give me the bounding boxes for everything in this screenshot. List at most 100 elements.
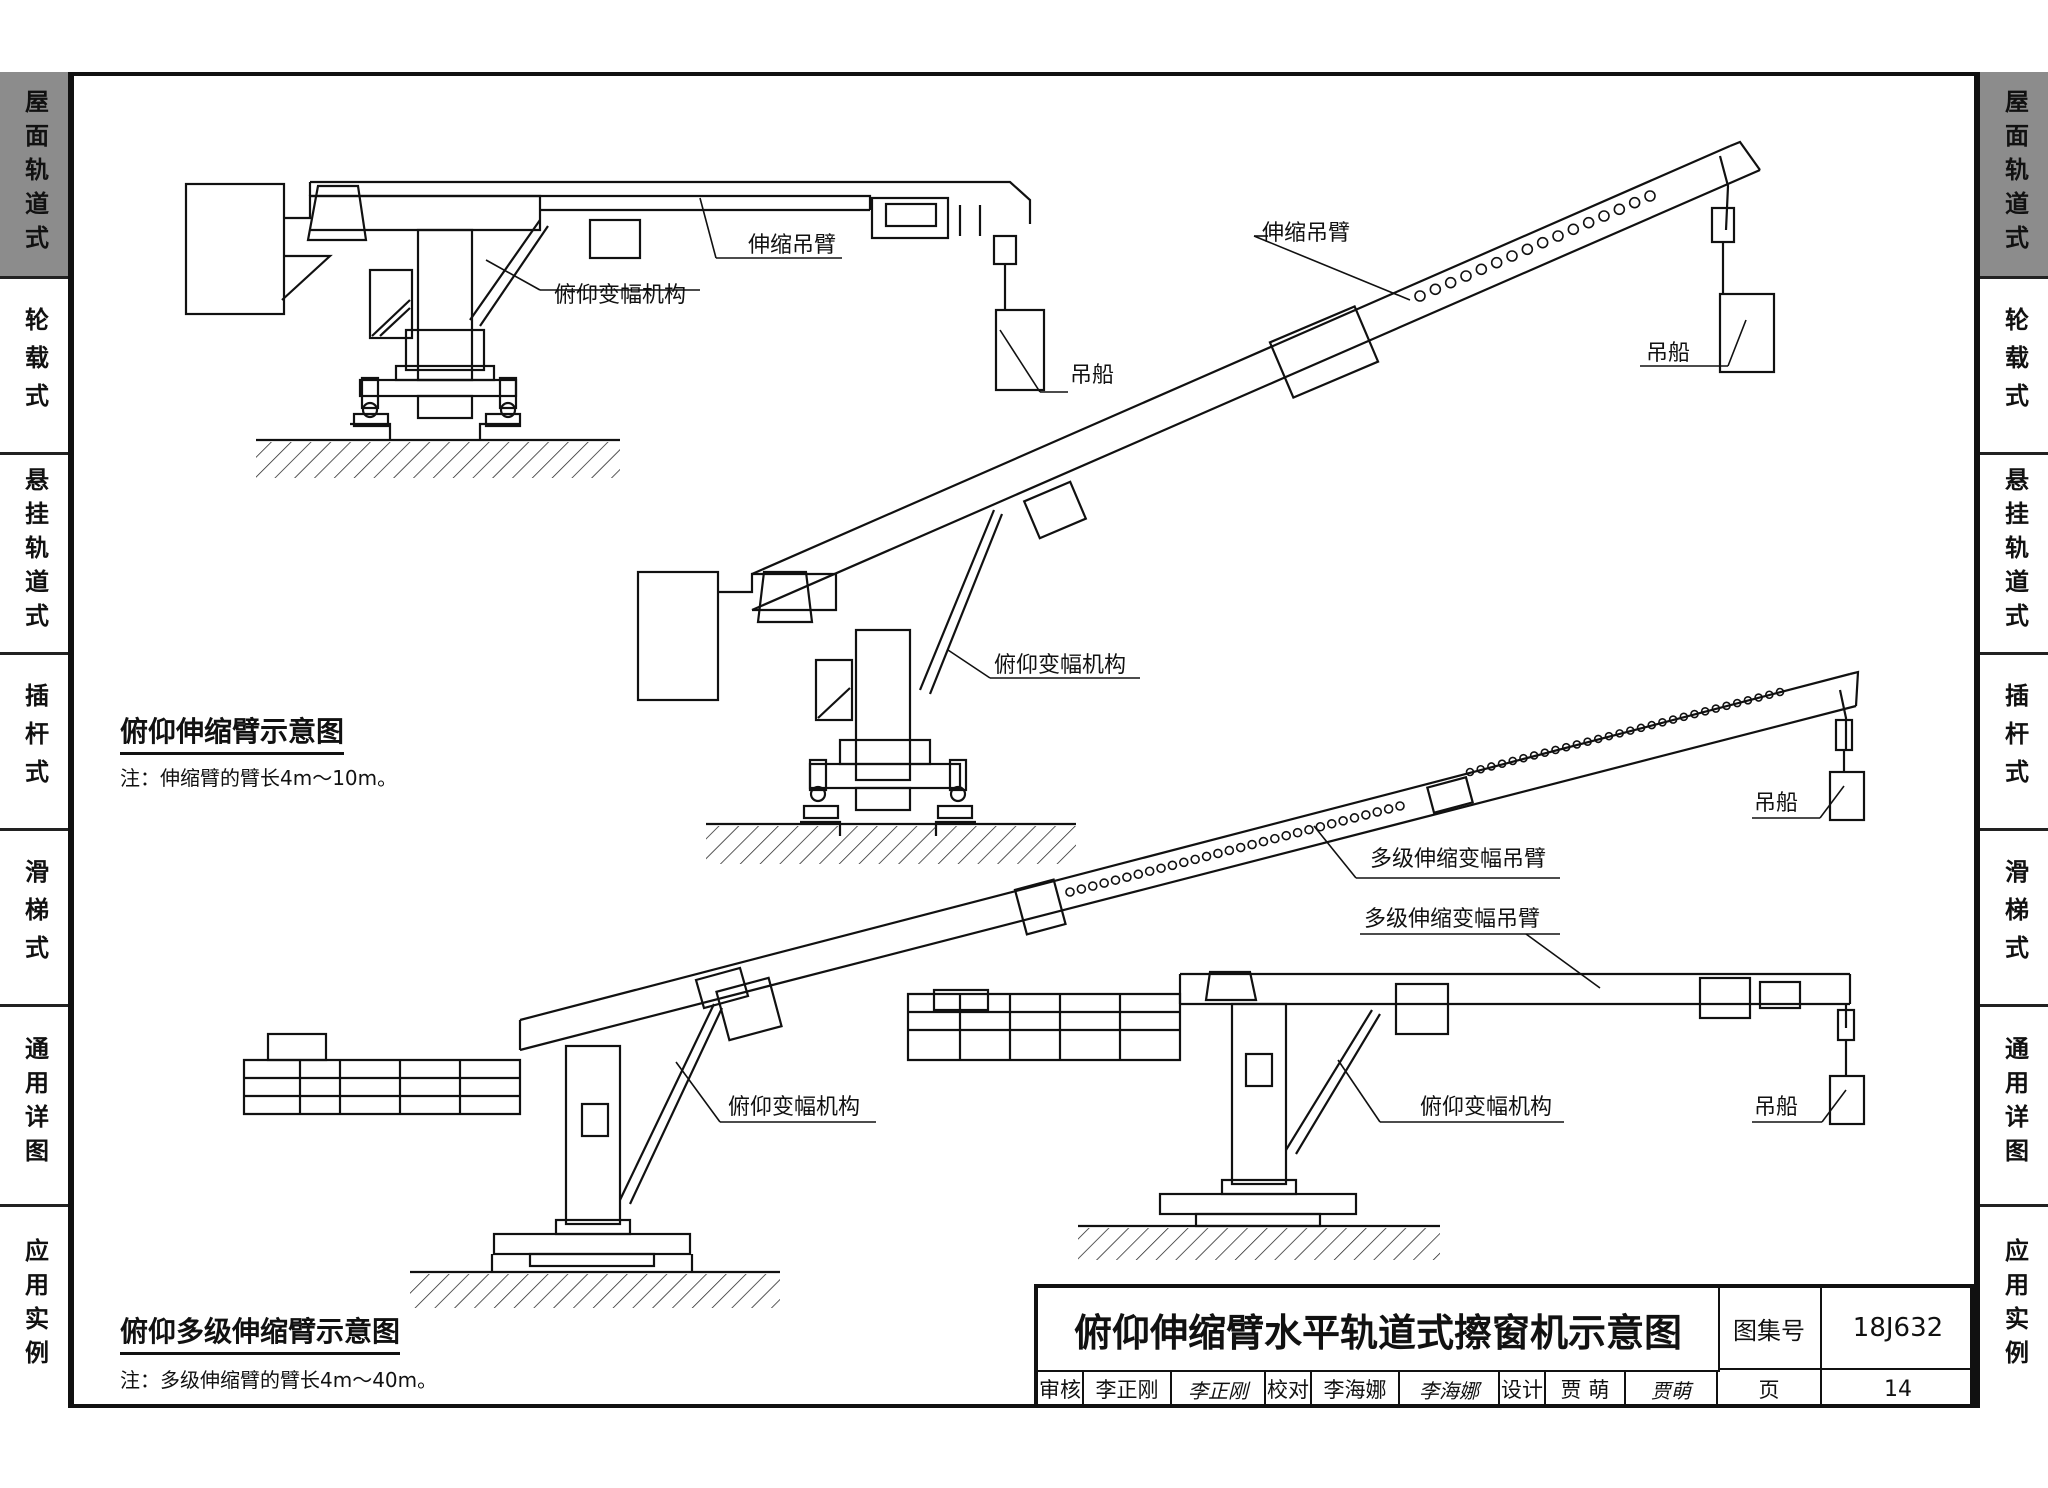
label-boom-c: 多级伸缩变幅吊臂 (1370, 847, 1546, 872)
boom-c-holes (1065, 687, 1785, 897)
side-tab-label: 悬挂轨道式 (2000, 467, 2029, 637)
check-label: 校对 (1266, 1370, 1312, 1408)
label-cradle-d: 吊船 (1754, 1095, 1798, 1120)
title-block: 俯仰伸缩臂水平轨道式擦窗机示意图 图集号 18J632 审核 李正刚 李正刚 校… (1034, 1284, 1974, 1408)
boom-hole (1281, 830, 1292, 841)
side-tab-roof-track[interactable]: 屋面轨道式 (0, 72, 68, 279)
side-tab-label: 通用详图 (2000, 1036, 2029, 1172)
boom-hole (1754, 693, 1763, 702)
boom-hole (1540, 748, 1550, 757)
boom-hole (1700, 707, 1710, 716)
label-cradle-a: 吊船 (1070, 363, 1114, 388)
side-tab-pole[interactable]: 插杆式 (1980, 652, 2048, 831)
designer-signature: 贾萌 (1626, 1370, 1718, 1408)
boom-hole (1122, 872, 1132, 882)
boom-hole (1429, 283, 1442, 296)
boom-hole (1508, 756, 1518, 766)
boom-hole (1087, 881, 1098, 891)
wheels-b (808, 758, 968, 803)
boom-hole (1476, 764, 1485, 774)
side-tab-label: 滑梯式 (20, 859, 49, 973)
diagram1-note: 注：伸缩臂的臂长4m～10m。 (120, 766, 398, 790)
boom-hole (1536, 236, 1549, 249)
drawing-title: 俯仰伸缩臂水平轨道式擦窗机示意图 (1038, 1288, 1720, 1372)
side-tab-label: 插杆式 (2000, 683, 2029, 797)
boom-hole (1732, 698, 1742, 708)
boom-hole (1304, 824, 1314, 835)
label-luffing-c: 俯仰变幅机构 (728, 1095, 860, 1120)
boom-hole (1235, 842, 1246, 853)
boom-hole (1598, 210, 1610, 222)
boom-hole (1487, 762, 1496, 771)
boom-hole (1658, 718, 1667, 727)
boom-hole (1292, 827, 1303, 838)
boom-hole (1372, 807, 1383, 817)
side-tab-slide[interactable]: 滑梯式 (1980, 828, 2048, 1007)
boom-hole (1156, 863, 1166, 874)
label-boom-a: 伸缩吊臂 (748, 233, 836, 258)
wheels-a (360, 376, 518, 419)
boom-hole (1490, 256, 1503, 269)
side-tab-general[interactable]: 通用详图 (0, 1004, 68, 1207)
boom-hole (1190, 854, 1200, 865)
boom-hole (1628, 196, 1641, 209)
boom-hole (1615, 729, 1624, 738)
boom-hole (1258, 836, 1269, 847)
atlas-no: 18J632 (1822, 1288, 1974, 1370)
side-tab-slide[interactable]: 滑梯式 (0, 828, 68, 1007)
boom-hole (1144, 866, 1155, 877)
boom-hole (1338, 816, 1348, 826)
boom-hole (1521, 243, 1534, 256)
boom-hole (1551, 745, 1560, 755)
side-tab-wheel[interactable]: 轮载式 (1980, 276, 2048, 455)
checker: 李海娜 (1312, 1370, 1400, 1408)
boom-hole (1099, 878, 1109, 888)
boom-hole (1065, 887, 1075, 897)
label-luffing-b: 俯仰变幅机构 (994, 653, 1126, 678)
label-boom-d: 多级伸缩变幅吊臂 (1364, 907, 1540, 932)
boom-hole (1572, 740, 1582, 749)
boom-hole (1765, 690, 1774, 700)
side-tab-example[interactable]: 应用实例 (1980, 1204, 2048, 1408)
machine-d (906, 970, 1866, 1228)
side-tab-wheel[interactable]: 轮载式 (0, 276, 68, 455)
boom-hole (1178, 857, 1189, 868)
diagram1-title: 俯仰伸缩臂示意图 (120, 710, 345, 755)
boom-hole (1519, 753, 1528, 763)
boom-hole (1593, 734, 1603, 744)
side-tab-suspended[interactable]: 悬挂轨道式 (0, 452, 68, 655)
boom-hole (1668, 715, 1678, 724)
review-label: 审核 (1038, 1370, 1084, 1408)
side-tab-label: 应用实例 (20, 1238, 49, 1374)
side-tab-label: 屋面轨道式 (2000, 89, 2029, 259)
boom-hole (1647, 720, 1657, 730)
boom-hole (1383, 804, 1394, 814)
side-tab-label: 轮载式 (2000, 307, 2029, 421)
boom-hole (1361, 810, 1371, 820)
side-tab-suspended[interactable]: 悬挂轨道式 (1980, 452, 2048, 655)
design-label: 设计 (1500, 1370, 1546, 1408)
boom-hole (1110, 875, 1121, 885)
side-tab-example[interactable]: 应用实例 (0, 1204, 68, 1408)
boom-hole (1465, 767, 1475, 777)
side-tab-general[interactable]: 通用详图 (1980, 1004, 2048, 1207)
boom-hole (1690, 709, 1699, 719)
boom-hole (1497, 759, 1507, 769)
boom-hole (1460, 270, 1472, 282)
boom-hole (1247, 839, 1257, 850)
side-tab-pole[interactable]: 插杆式 (0, 652, 68, 831)
reviewer: 李正刚 (1084, 1370, 1172, 1408)
side-tab-label: 滑梯式 (2000, 859, 2029, 973)
side-tab-label: 屋面轨道式 (20, 89, 49, 259)
side-tab-label: 通用详图 (20, 1036, 49, 1172)
boom-hole (1561, 742, 1571, 752)
boom-hole (1395, 801, 1405, 811)
boom-hole (1644, 190, 1656, 202)
boom-hole (1679, 712, 1689, 722)
machine-b (636, 140, 1776, 836)
boom-hole (1743, 695, 1753, 705)
leader-lines (485, 197, 1847, 1123)
boom-hole (1567, 223, 1580, 236)
boom-b-holes (1414, 190, 1656, 302)
side-tab-roof-track[interactable]: 屋面轨道式 (1980, 72, 2048, 279)
